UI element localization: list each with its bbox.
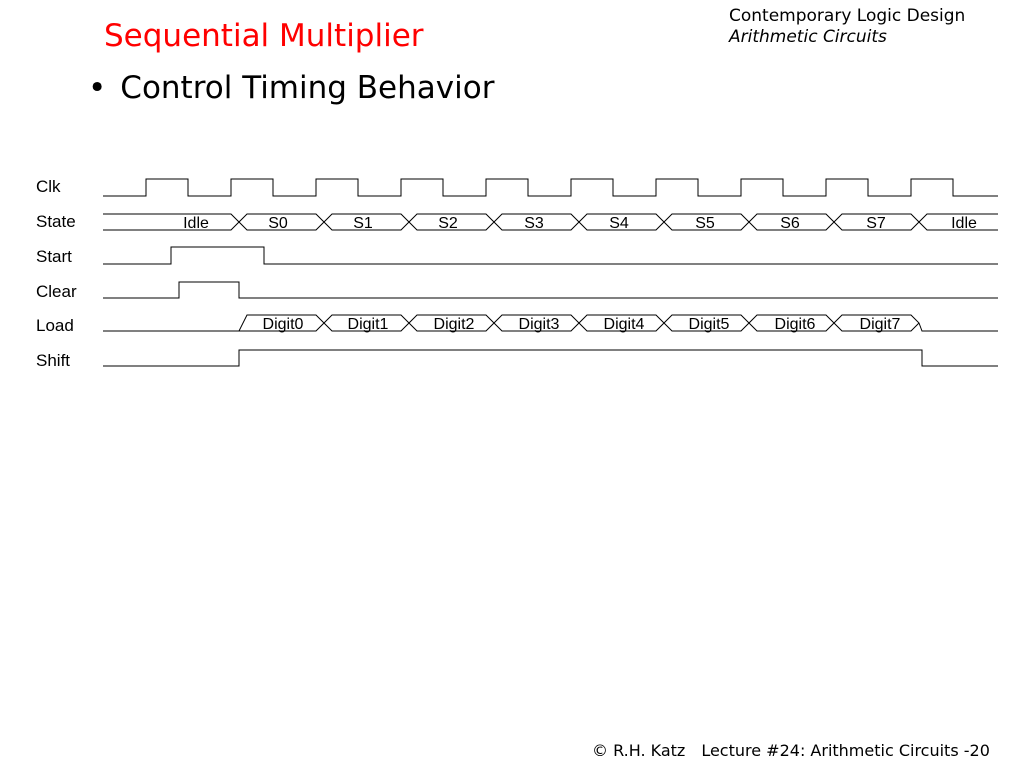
state-value: S7: [866, 215, 886, 232]
load-bus: [103, 314, 998, 332]
signal-label-state: State: [36, 212, 76, 231]
load-value: Digit2: [434, 316, 475, 333]
signal-label-start: Start: [36, 247, 72, 266]
load-value: Digit0: [263, 316, 304, 333]
footer-copyright: © R.H. Katz: [592, 741, 686, 760]
load-value: Digit3: [519, 316, 560, 333]
footer-lecture: Lecture #24: Arithmetic Circuits -20: [701, 741, 990, 760]
state-value: S5: [695, 215, 715, 232]
state-value: S3: [524, 215, 544, 232]
state-value: S6: [780, 215, 800, 232]
start-waveform: [103, 246, 998, 265]
book-title: Contemporary Logic Design: [729, 6, 966, 26]
signal-label-clk: Clk: [36, 177, 61, 196]
header-right: Contemporary Logic Design Arithmetic Cir…: [729, 6, 965, 48]
state-value: S2: [438, 215, 458, 232]
load-value: Digit4: [604, 316, 645, 333]
clk-waveform: [103, 178, 998, 197]
signal-label-shift: Shift: [36, 351, 70, 370]
chapter-title: Arithmetic Circuits: [729, 27, 887, 47]
bullet-item: • Control Timing Behavior: [88, 70, 494, 106]
signal-label-clear: Clear: [36, 282, 77, 301]
bullet-glyph: •: [88, 70, 107, 106]
slide-footer: © R.H. Katz Lecture #24: Arithmetic Circ…: [592, 741, 990, 760]
slide-title: Sequential Multiplier: [104, 18, 424, 54]
state-value: S1: [353, 215, 373, 232]
state-value: S0: [268, 215, 288, 232]
load-value: Digit7: [860, 316, 901, 333]
load-value: Digit5: [689, 316, 730, 333]
load-value: Digit6: [775, 316, 816, 333]
shift-waveform: [103, 349, 998, 367]
state-value: Idle: [183, 215, 209, 232]
load-value: Digit1: [348, 316, 389, 333]
state-bus: [103, 213, 998, 231]
clear-waveform: [103, 281, 998, 299]
bullet-text: Control Timing Behavior: [120, 70, 495, 106]
state-value: Idle: [951, 215, 977, 232]
state-value: S4: [609, 215, 629, 232]
signal-label-load: Load: [36, 316, 74, 335]
timing-diagram: Clk State Start Clear Load Shift Idle S0…: [36, 177, 998, 370]
